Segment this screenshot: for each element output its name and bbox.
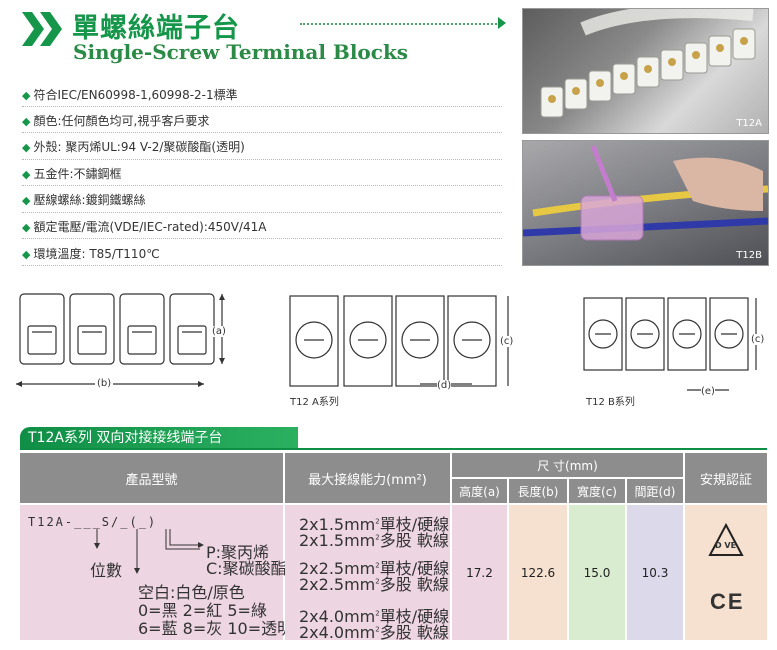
- dim-label-c: (c): [500, 336, 514, 347]
- photo-t12a: T12A: [522, 8, 769, 134]
- spec-divider: [22, 238, 502, 239]
- capacity-row: 2x4.0mm2單枝/硬線: [299, 607, 450, 626]
- spec-item: ◆顏色:任何顏色均可,視乎客戶要求: [22, 114, 210, 128]
- diamond-bullet-icon: ◆: [22, 89, 31, 102]
- value-length: 122.6: [509, 505, 567, 640]
- header-height: 高度(a): [452, 479, 507, 503]
- side-view-drawing: [16, 293, 225, 387]
- spec-item: ◆五金件:不鏽鋼框: [22, 167, 122, 181]
- table-title: T12A系列 双向对接接线端子台: [20, 427, 298, 449]
- top-view-drawing-t12a: [289, 295, 509, 387]
- header-pitch: 間距(d): [627, 479, 683, 503]
- header-model: 產品型號: [20, 453, 283, 503]
- spec-divider: [22, 265, 502, 266]
- value-pitch: 10.3: [627, 505, 683, 640]
- ce-mark: CE: [710, 589, 745, 614]
- cert-cell: D VE CE: [685, 505, 767, 640]
- page-title: 單螺絲端子台: [72, 13, 240, 44]
- note-color-title: 空白:白色/原色: [138, 583, 245, 602]
- spec-divider: [22, 159, 502, 160]
- header-capacity: 最大接線能力(mm²): [285, 453, 450, 503]
- title-arrow-icon: [498, 17, 506, 29]
- diamond-bullet-icon: ◆: [22, 115, 31, 128]
- note-pp: P:聚丙烯: [206, 543, 270, 562]
- spec-divider: [22, 132, 502, 133]
- header-cert: 安規認証: [685, 453, 767, 503]
- note-color-line1: 0=黑 2=紅 5=綠: [138, 601, 267, 620]
- dim-label-d: (d): [437, 380, 452, 391]
- spec-item: ◆環境溫度: T85/T110℃: [22, 247, 160, 261]
- top-view-drawing-t12b: [583, 297, 757, 391]
- photo-t12b: T12B: [522, 140, 769, 266]
- spec-item: ◆額定電壓/電流(VDE/IEC-rated):450V/41A: [22, 220, 267, 234]
- capacity-row: 2x2.5mm2多股 軟線: [299, 575, 449, 594]
- value-width: 15.0: [569, 505, 625, 640]
- title-divider: [300, 23, 500, 25]
- photo-label-t12a: T12A: [736, 118, 762, 129]
- drawing-caption-t12a: T12 A系列: [290, 397, 339, 408]
- header-length: 長度(b): [509, 479, 567, 503]
- capacity-cell: 2x1.5mm2單枝/硬線 2x1.5mm2多股 軟線 2x2.5mm2單枝/硬…: [285, 505, 450, 642]
- dim-label-e: (e): [701, 386, 715, 397]
- spec-item: ◆符合IEC/EN60998-1,60998-2-1標準: [22, 88, 238, 102]
- diamond-bullet-icon: ◆: [22, 221, 31, 234]
- photo-label-t12b: T12B: [736, 250, 762, 261]
- vde-triangle-icon: [708, 523, 744, 556]
- dim-label-a: (a): [212, 326, 226, 337]
- spec-item: ◆壓線螺絲:鍍銅鐵螺絲: [22, 193, 146, 207]
- diamond-bullet-icon: ◆: [22, 141, 31, 154]
- note-pc: C:聚碳酸酯: [206, 559, 287, 578]
- model-code: T12A-___S/_(_): [28, 515, 158, 529]
- double-chevron-icon: [22, 12, 62, 46]
- dim-label-b: (b): [95, 378, 114, 389]
- page-subtitle: Single-Screw Terminal Blocks: [73, 40, 409, 64]
- spec-divider: [22, 212, 502, 213]
- note-positions: 位數: [90, 561, 123, 580]
- diamond-bullet-icon: ◆: [22, 194, 31, 207]
- header-size: 尺 寸(mm): [452, 453, 683, 477]
- capacity-row: 2x2.5mm2單枝/硬線: [299, 559, 450, 578]
- capacity-row: 2x4.0mm2多股 軟線: [299, 623, 449, 642]
- terminal-strip-illustration: [540, 9, 756, 118]
- capacity-row: 2x1.5mm2多股 軟線: [299, 531, 449, 550]
- model-code-arrows: [94, 529, 204, 574]
- dim-label-c-b: (c): [751, 334, 765, 345]
- connector-with-wire-illustration: [523, 145, 768, 241]
- diamond-bullet-icon: ◆: [22, 248, 31, 261]
- capacity-row: 2x1.5mm2單枝/硬線: [299, 515, 450, 534]
- spec-divider: [22, 185, 502, 186]
- value-height: 17.2: [452, 505, 507, 640]
- spec-divider: [22, 106, 502, 107]
- header-width: 寬度(c): [569, 479, 625, 503]
- spec-item: ◆外殼: 聚丙烯UL:94 V-2/聚碳酸酯(透明): [22, 140, 245, 154]
- vde-mark: D VE: [715, 541, 737, 550]
- note-color-line2: 6=藍 8=灰 10=透明: [138, 619, 294, 638]
- model-cell: T12A-___S/_(_) P:聚丙烯 C:聚碳酸酯 位數 空白:白色/原色 …: [20, 505, 293, 640]
- table-title-rule: [20, 448, 767, 450]
- drawing-caption-t12b: T12 B系列: [586, 397, 635, 408]
- diamond-bullet-icon: ◆: [22, 168, 31, 181]
